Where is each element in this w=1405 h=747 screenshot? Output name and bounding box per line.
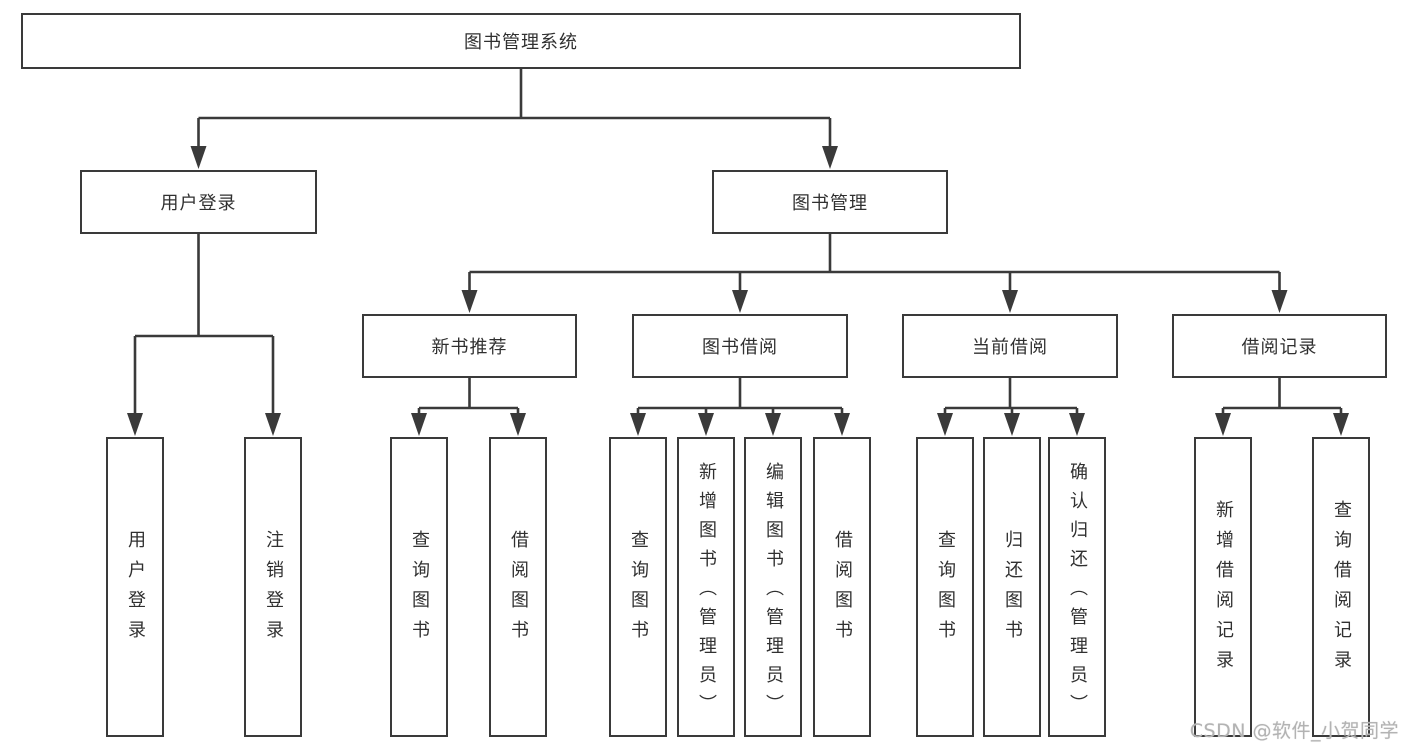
leaf-query-book-2-label: 查询图书	[628, 530, 649, 650]
csdn-watermark: CSDN @软件_小贺同学	[1189, 720, 1399, 742]
leaf-add-book-admin-label: 新增图书（管理员）	[696, 461, 717, 723]
leaf-query-book-1: 查询图书	[390, 437, 448, 737]
leaf-borrow-book-1-label: 借阅图书	[508, 530, 529, 650]
leaf-borrow-book-2-label: 借阅图书	[832, 530, 853, 650]
leaf-edit-book-admin: 编辑图书（管理员）	[744, 437, 802, 737]
leaf-query-borrow-record-label: 查询借阅记录	[1331, 500, 1352, 680]
node-book-management: 图书管理	[712, 170, 948, 234]
node-book-borrow-label: 图书借阅	[702, 337, 778, 358]
leaf-add-borrow-record: 新增借阅记录	[1194, 437, 1252, 737]
leaf-edit-book-admin-label: 编辑图书（管理员）	[763, 461, 784, 723]
node-borrow-record-label: 借阅记录	[1241, 337, 1318, 358]
leaf-query-book-3-label: 查询图书	[935, 530, 956, 650]
node-new-book-recommend-label: 新书推荐	[431, 337, 508, 358]
leaf-borrow-book-1: 借阅图书	[489, 437, 547, 737]
leaf-borrow-book-2: 借阅图书	[813, 437, 871, 737]
leaf-add-borrow-record-label: 新增借阅记录	[1213, 500, 1234, 680]
leaf-return-book: 归还图书	[983, 437, 1041, 737]
node-book-management-label: 图书管理	[792, 193, 868, 214]
node-book-borrow: 图书借阅	[632, 314, 848, 378]
leaf-query-book-1-label: 查询图书	[409, 530, 430, 650]
node-user-login-group: 用户登录	[80, 170, 317, 234]
leaf-query-book-3: 查询图书	[916, 437, 974, 737]
leaf-return-book-label: 归还图书	[1002, 530, 1023, 650]
node-current-borrow: 当前借阅	[902, 314, 1118, 378]
node-new-book-recommend: 新书推荐	[362, 314, 577, 378]
leaf-user-login: 用户登录	[106, 437, 164, 737]
node-current-borrow-label: 当前借阅	[972, 337, 1048, 358]
node-borrow-record: 借阅记录	[1172, 314, 1387, 378]
node-user-login-label: 用户登录	[160, 193, 237, 214]
leaf-add-book-admin: 新增图书（管理员）	[677, 437, 735, 737]
node-root-label: 图书管理系统	[464, 32, 578, 53]
node-root-system: 图书管理系统	[21, 13, 1021, 69]
leaf-confirm-return-admin-label: 确认归还（管理员）	[1067, 461, 1088, 723]
leaf-query-book-2: 查询图书	[609, 437, 667, 737]
leaf-user-login-label: 用户登录	[125, 530, 146, 650]
leaf-confirm-return-admin: 确认归还（管理员）	[1048, 437, 1106, 737]
leaf-logout: 注销登录	[244, 437, 302, 737]
leaf-logout-label: 注销登录	[263, 530, 284, 650]
leaf-query-borrow-record: 查询借阅记录	[1312, 437, 1370, 737]
